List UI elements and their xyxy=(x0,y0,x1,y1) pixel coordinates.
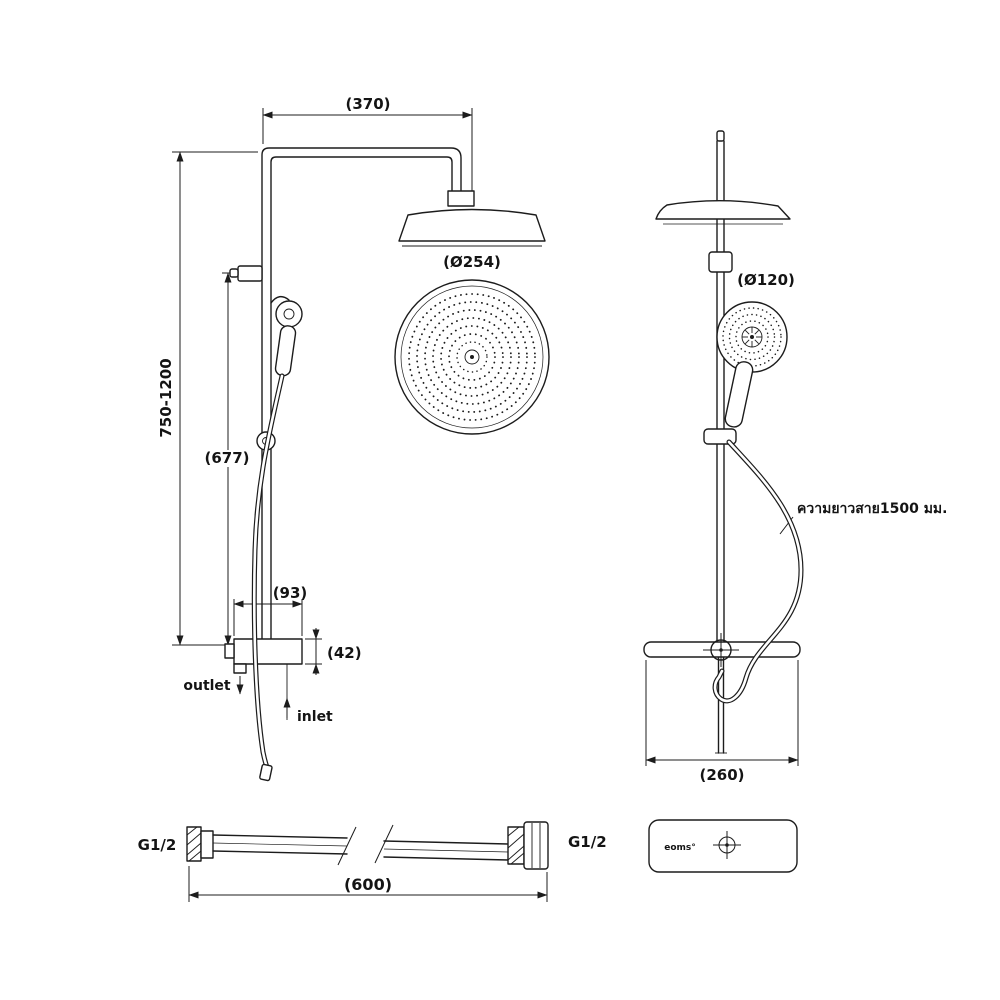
mixer-valve-front xyxy=(224,638,303,674)
dim-label-head-diameter: (Ø254) xyxy=(443,253,501,271)
dimension-height-range: 750-1200 xyxy=(157,151,258,646)
hose-detail-view: G1/2 G1/2 (600) xyxy=(138,821,607,902)
front-view: (370) 750-1200 (677) (93) xyxy=(157,95,546,782)
dim-label-height-range: 750-1200 xyxy=(157,358,175,437)
rain-shower-head-front xyxy=(398,190,546,247)
hand-shower-side xyxy=(703,301,788,445)
thread-label-left: G1/2 xyxy=(138,836,177,854)
dimension-column-height: (677) xyxy=(204,272,251,646)
hose-length-annotation: ความยาวสาย1500 มม. xyxy=(779,501,947,535)
dim-label-valve-depth: (42) xyxy=(327,644,362,662)
wall-plate xyxy=(648,819,798,873)
dimension-valve-width: (93) xyxy=(233,584,308,636)
hose-body xyxy=(212,824,509,866)
hose-length-note: ความยาวสาย1500 มม. xyxy=(797,501,947,517)
side-view: (260) (Ø120) xyxy=(643,130,947,784)
dimension-hose-length: (600) xyxy=(188,866,548,902)
hose-fitting-right xyxy=(507,821,549,870)
dim-label-shelf-width: (260) xyxy=(699,766,744,784)
inlet-annotation: inlet xyxy=(283,664,333,725)
dimension-valve-depth: (42) xyxy=(305,628,362,675)
hand-shower-spray-spokes xyxy=(742,327,762,347)
thread-label-right: G1/2 xyxy=(568,833,607,851)
hand-shower-hose-side xyxy=(712,439,804,704)
dimension-arm-width: (370) xyxy=(262,95,473,203)
dim-label-arm-width: (370) xyxy=(345,95,390,113)
outlet-annotation: outlet xyxy=(183,676,244,695)
outlet-label: outlet xyxy=(183,678,231,694)
head-face-view: (Ø254) xyxy=(394,253,550,435)
dim-label-column-height: (677) xyxy=(204,449,249,467)
dim-label-handshower-diameter: (Ø120) xyxy=(737,271,795,289)
inlet-label: inlet xyxy=(297,709,333,725)
dim-label-valve-width: (93) xyxy=(273,584,308,602)
hand-shower-front xyxy=(270,295,303,377)
cross-handle-valve xyxy=(703,633,739,667)
shower-column-side xyxy=(715,130,727,754)
pipe-connector-side xyxy=(708,251,733,273)
hand-shower-hose-front xyxy=(251,373,285,782)
rain-shower-head-side xyxy=(655,200,791,225)
brand-label: eoms° xyxy=(664,843,696,853)
wall-plate-view: eoms° xyxy=(648,819,798,873)
alignment-crosshair-icon xyxy=(713,831,741,859)
dim-label-hose-length: (600) xyxy=(344,875,392,894)
hose-fitting-left xyxy=(186,826,214,862)
dimension-shelf-width: (260) xyxy=(645,660,799,784)
shower-column-front xyxy=(261,147,462,640)
slider-bracket xyxy=(229,265,263,282)
shelf-side xyxy=(643,633,801,667)
